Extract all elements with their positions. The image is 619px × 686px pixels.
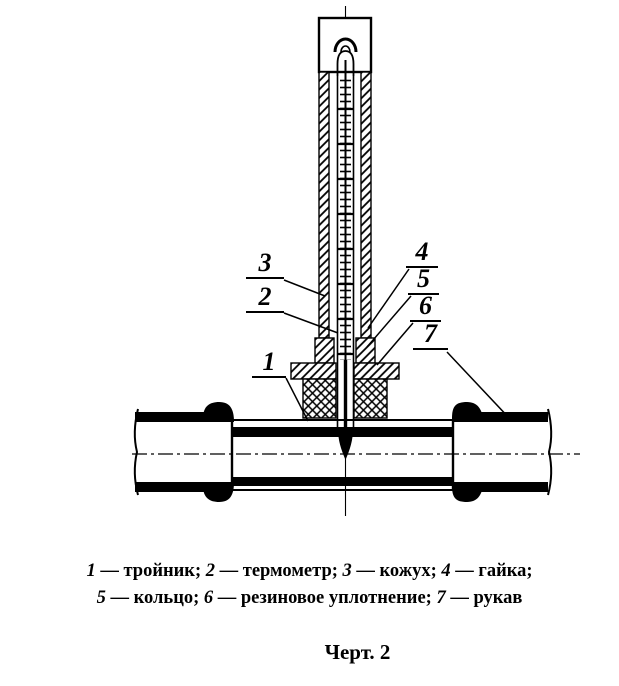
callout-6: 6 (410, 293, 441, 322)
leader-4-nut (367, 268, 410, 329)
hose-right (452, 402, 553, 502)
technical-drawing: 1 2 3 4 5 6 7 (132, 6, 580, 516)
legend-text-3: — кожух; (351, 561, 442, 581)
callout-4: 4 (406, 239, 438, 268)
hose-left-break-edge (133, 408, 139, 496)
tee-troinik (230, 419, 455, 491)
leader-3-casing (283, 279, 326, 297)
casing-wall-right (360, 71, 372, 339)
hose-left-bottom-bulge (203, 482, 234, 502)
hose-right-bottom-wall (479, 482, 548, 492)
thermometer-ring-hole (340, 45, 351, 53)
legend-num-2: 2 (205, 561, 215, 581)
callout-7: 7 (413, 321, 448, 350)
legend-text-7: — рукав (445, 588, 523, 608)
tee-bottom-wall (232, 477, 453, 486)
legend-num-3: 3 (342, 561, 352, 581)
legend-num-1: 1 (86, 561, 96, 581)
nut-body-right (353, 378, 388, 419)
tee-top-wall (232, 427, 453, 437)
hose-right-break-edge (547, 408, 553, 496)
hose-left-top-wall (135, 412, 207, 422)
hose-right-bottom-bulge (452, 482, 483, 502)
callout-2: 2 (246, 284, 284, 313)
gland-assembly (290, 337, 400, 419)
hose-left (133, 402, 234, 502)
thermometer-scale-long-ticks (337, 76, 354, 360)
legend-text-6: — резиновое уплотнение; (213, 588, 437, 608)
leader-2-thermometer (283, 312, 339, 334)
callout-5: 5 (408, 266, 439, 295)
thermometer (333, 37, 358, 460)
hose-left-bottom-wall (135, 482, 207, 492)
leader-lines (283, 268, 512, 422)
thermometer-tube-top-arch (336, 50, 355, 76)
leader-7-hose (446, 351, 512, 421)
legend-text-5: — кольцо; (105, 588, 204, 608)
nut-flange-right (353, 362, 400, 380)
ring-left (314, 337, 335, 364)
nut-flange-left (290, 362, 337, 380)
legend-line-1: 1 — тройник; 2 — термометр; 3 — кожух; 4… (0, 558, 619, 585)
hose-left-top-bulge (203, 402, 234, 422)
legend-num-7: 7 (436, 588, 446, 608)
figure-caption: Черт. 2 (324, 640, 391, 664)
legend-num-5: 5 (96, 588, 106, 608)
leader-5-ring (366, 295, 412, 348)
legend-text-1: — тройник; (95, 561, 206, 581)
hose-right-top-bulge (452, 402, 483, 422)
legend-line-2: 5 — кольцо; 6 — резиновое уплотнение; 7 … (0, 585, 619, 612)
casing-wall-left (318, 71, 330, 339)
callout-1: 1 (252, 349, 286, 378)
hose-right-top-wall (479, 412, 548, 422)
callout-3: 3 (246, 250, 284, 279)
leader-1-tee (285, 377, 309, 422)
legend-text-4: — гайка; (450, 561, 533, 581)
nut-body-left (302, 378, 337, 419)
thermometer-tee-diagram (132, 6, 580, 516)
legend-num-6: 6 (203, 588, 214, 608)
thermometer-hanging-ring (333, 37, 358, 53)
leader-6-seal (376, 322, 414, 366)
legend-num-4: 4 (441, 561, 451, 581)
legend-text-2: — термометр; (215, 561, 343, 581)
legend: 1 — тройник; 2 — термометр; 3 — кожух; 4… (0, 558, 619, 612)
